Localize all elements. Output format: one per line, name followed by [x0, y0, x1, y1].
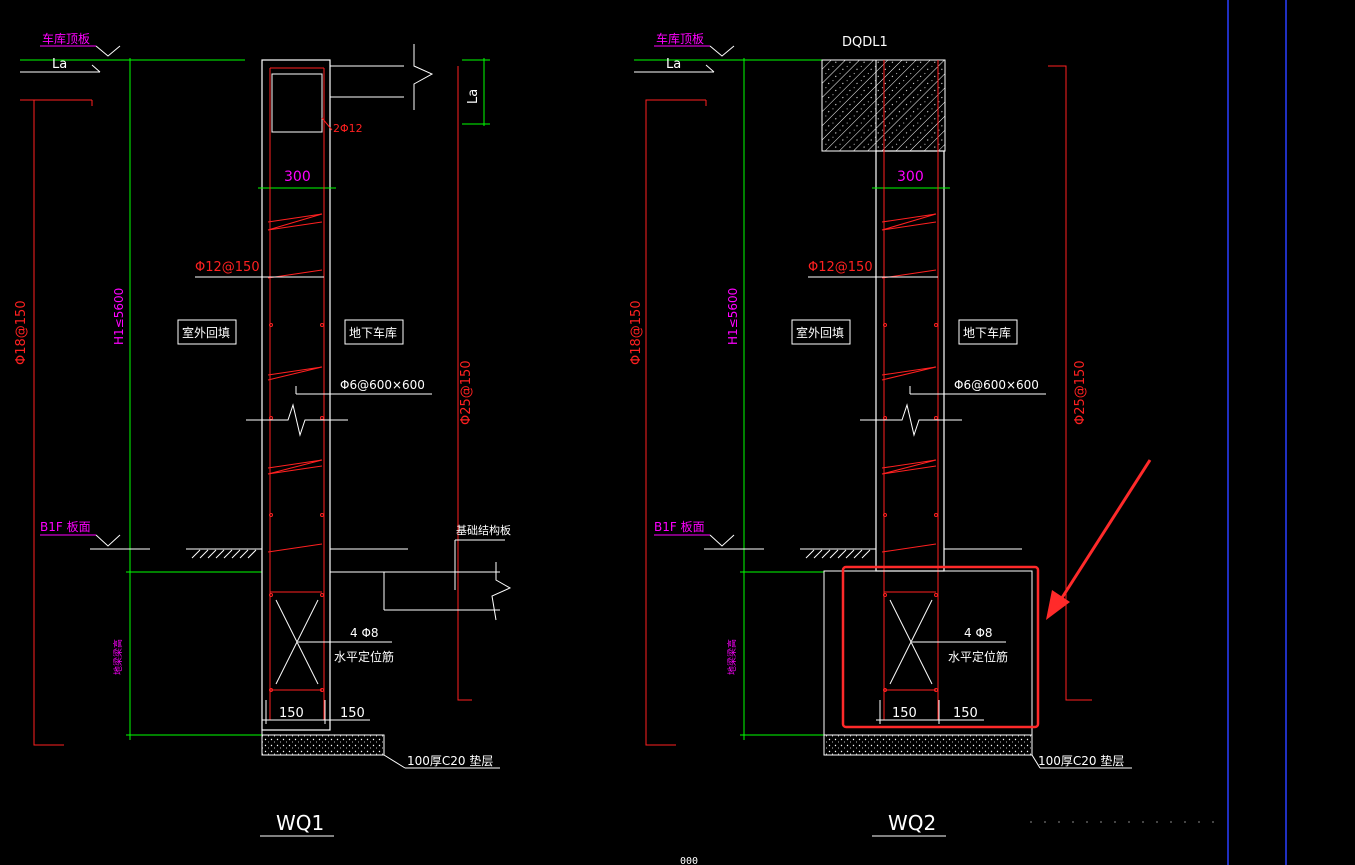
- highlight-arrowhead: [1046, 590, 1070, 620]
- wq1-rebar-top: 2Φ12: [333, 122, 363, 135]
- wq1-locator-x2: [275, 599, 319, 685]
- wq1-height-label: H1≤5600: [112, 288, 126, 345]
- wq1-la-right: La: [466, 89, 481, 104]
- wq2-beam-height: 地梁梁高: [726, 639, 738, 675]
- wq2-rebar-right-vert: Φ25@150: [1073, 360, 1088, 425]
- wq2-dim-right: 150: [953, 706, 978, 721]
- wq2-b1f-label: B1F 板面: [654, 520, 705, 534]
- wq2-beam-label: DQDL1: [842, 35, 888, 50]
- wq1-locator-count: 4 Φ8: [350, 626, 379, 640]
- wq2-tie: Φ6@600×600: [954, 378, 1039, 392]
- wq1-soil-hatch: [191, 549, 257, 559]
- wq1-title: WQ1: [276, 811, 324, 835]
- wq1-top-beam-box: [271, 73, 323, 133]
- wq2-dim-width: 300: [897, 169, 924, 185]
- wq1-dim-right: 150: [340, 706, 365, 721]
- wq1-rebar-left-vert: Φ18@150: [14, 300, 29, 365]
- wq1-tie: Φ6@600×600: [340, 378, 425, 392]
- wq2-rebar-dots: [883, 323, 938, 692]
- wq2-rebar-left-vert: Φ18@150: [629, 300, 644, 365]
- wq2-inside-label: 地下车库: [963, 325, 1011, 340]
- wq1-dim-width: 300: [284, 169, 311, 185]
- wq2-cushion-label: 100厚C20 垫层: [1038, 753, 1124, 768]
- wq2-roof-label: 车库顶板: [656, 31, 704, 46]
- wq1-la-label: La: [52, 57, 67, 72]
- wq2-stirrups: [881, 213, 937, 553]
- wq1-wall-break: [246, 403, 348, 437]
- wq2-locator-count: 4 Φ8: [964, 626, 993, 640]
- wq1-inside-label: 地下车库: [349, 325, 397, 340]
- wq1-cushion-layer: [261, 734, 385, 756]
- wq1-locator-label: 水平定位筋: [334, 649, 394, 664]
- wq1-rebar-dots: [269, 323, 324, 692]
- highlight-box: [841, 565, 1040, 729]
- wq1-foundation-break: [491, 562, 512, 621]
- wq1-dim-left: 150: [279, 706, 304, 721]
- wq1-outside-label: 室外回填: [182, 325, 230, 340]
- wq2-cushion-layer: [823, 734, 1033, 756]
- wq2-wall-break: [860, 403, 962, 437]
- wq2-title: WQ2: [888, 811, 936, 835]
- wq1-roof-level-symbol: [95, 45, 121, 57]
- wq1-wall-outline: [261, 59, 331, 731]
- wq1-rebar-horiz: Φ12@150: [195, 260, 260, 275]
- wq2-outside-label: 室外回填: [796, 325, 844, 340]
- wq1-stirrups: [267, 213, 323, 553]
- wq2-height-label: H1≤5600: [726, 288, 740, 345]
- wq1-rebar-right-vert: Φ25@150: [459, 360, 474, 425]
- wq2-dim-left: 150: [892, 706, 917, 721]
- detail-wq1: 车库顶板 La Φ18@150 H1≤5600 地梁梁高 2Φ12 La: [14, 31, 512, 837]
- wq2-locator-label: 水平定位筋: [948, 649, 1008, 664]
- wq1-foundation-label: 基础结构板: [456, 523, 511, 537]
- highlight-arrow: [1056, 459, 1152, 605]
- bottom-text: 000: [680, 856, 698, 865]
- wq2-locator-x2: [889, 599, 933, 685]
- wq1-slab-break: [413, 44, 434, 110]
- detail-wq2: 车库顶板 La Φ18@150 H1≤5600 地梁梁高 DQDL1 300: [629, 31, 1152, 837]
- wq2-la-label: La: [666, 57, 681, 72]
- wq1-b1f-label: B1F 板面: [40, 520, 91, 534]
- wq1-cushion-label: 100厚C20 垫层: [407, 753, 493, 768]
- wq1-roof-label: 车库顶板: [42, 31, 90, 46]
- wq2-soil-hatch: [805, 549, 871, 559]
- wq1-beam-height: 地梁梁高: [112, 639, 124, 675]
- wq2-rebar-horiz: Φ12@150: [808, 260, 873, 275]
